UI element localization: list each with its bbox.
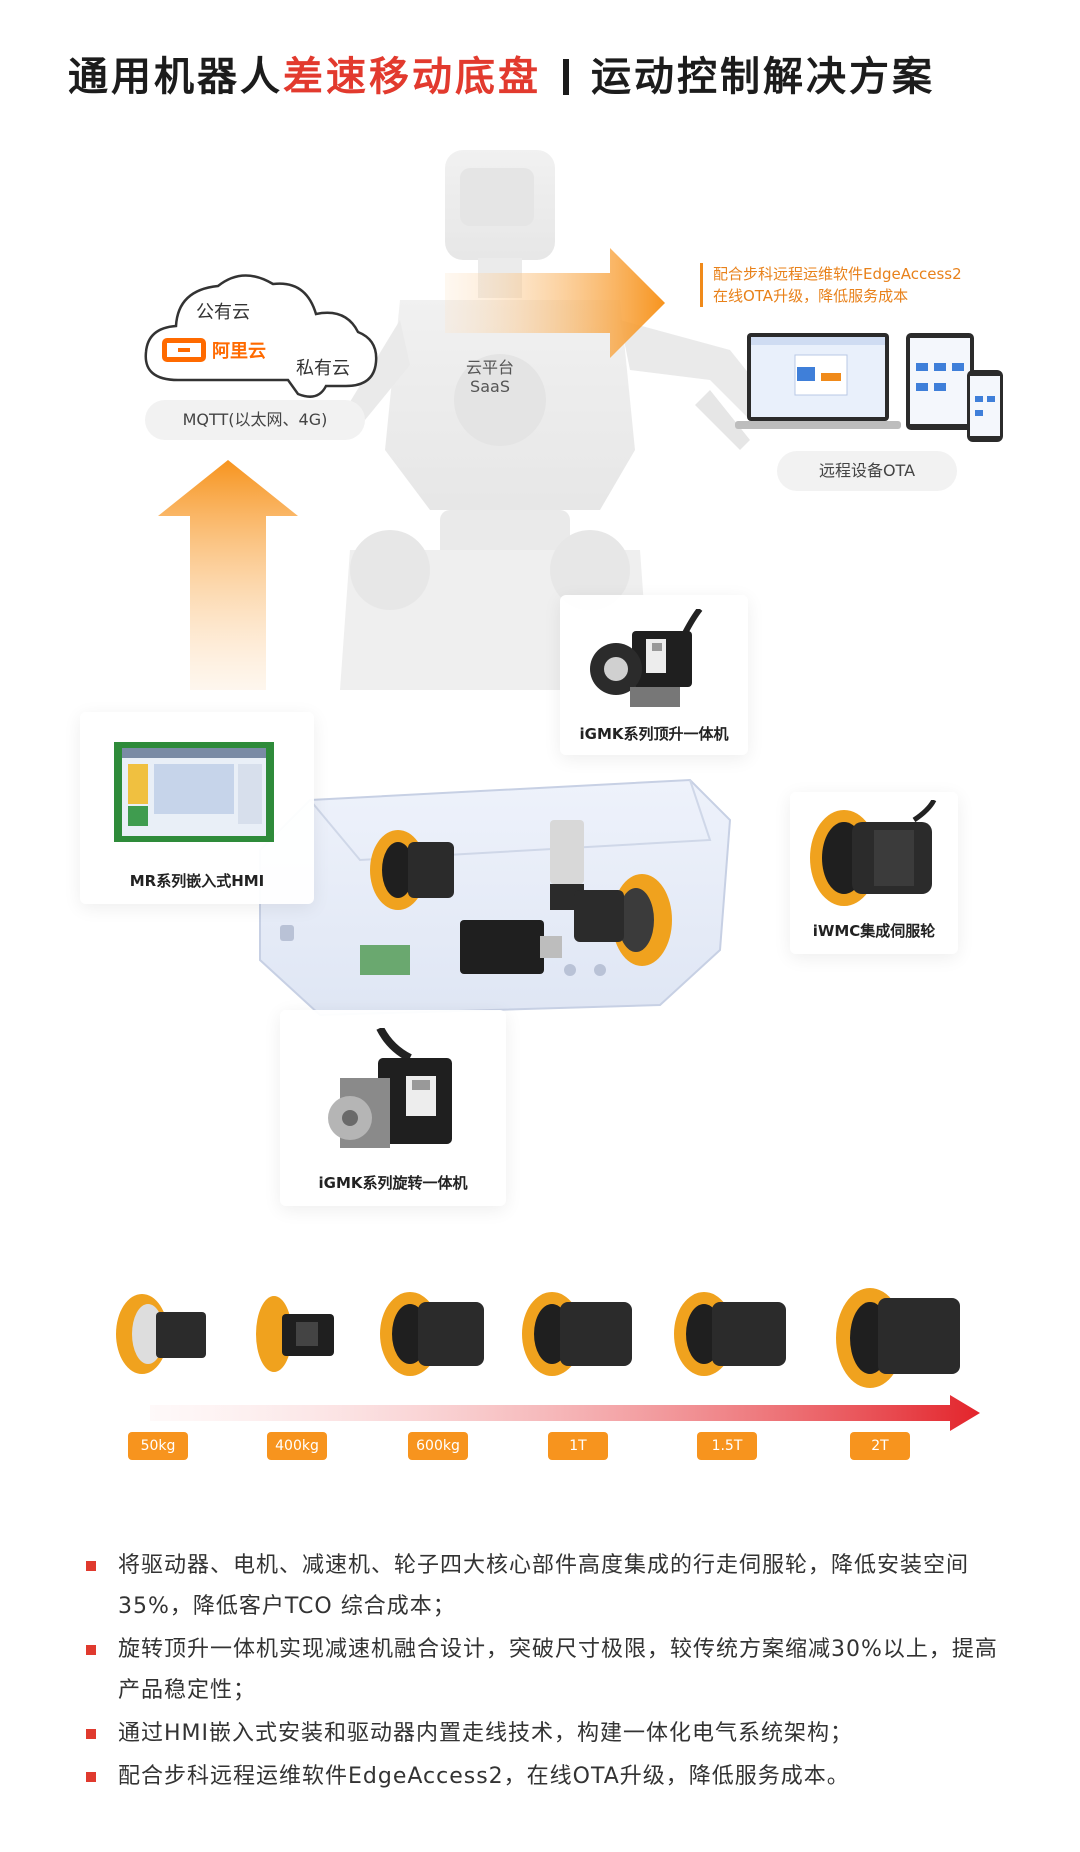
title-accent: 差速移动底盘 — [283, 54, 541, 100]
feature-item: 旋转顶升一体机实现减速机融合设计，突破尺寸极限，较传统方案缩减30%以上，提高产… — [84, 1629, 1004, 1711]
aliyun-icon — [162, 338, 206, 362]
wheel-400kg-icon — [256, 1296, 334, 1372]
saas-line2: SaaS — [470, 377, 510, 396]
mqtt-pill: MQTT(以太网、4G) — [145, 400, 365, 440]
rotary-motor-icon — [328, 1028, 452, 1148]
lift-label: iGMK系列顶升一体机 — [579, 725, 729, 743]
ota-note-line2: 在线OTA升级，降低服务成本 — [713, 287, 909, 305]
ota-note-line1: 配合步科远程运维软件EdgeAccess2 — [713, 265, 962, 283]
capacity-arrow-icon — [150, 1395, 980, 1431]
wheel-50kg-icon — [116, 1294, 206, 1374]
aliyun-logo: 阿里云 — [162, 337, 266, 363]
feature-list: 将驱动器、电机、减速机、轮子四大核心部件高度集成的行走伺服轮，降低安装空间35%… — [84, 1545, 1004, 1799]
remote-ota-pill: 远程设备OTA — [777, 451, 957, 491]
lift-motor-icon — [590, 609, 703, 707]
saas-label: 云平台 SaaS — [466, 358, 514, 396]
robot-silhouette — [340, 150, 770, 690]
weight-tag: 2T — [850, 1432, 910, 1460]
weight-tag: 1T — [548, 1432, 608, 1460]
title-part2: 运动控制解决方案 — [591, 54, 935, 100]
upload-arrow-icon — [158, 460, 298, 690]
feature-item: 通过HMI嵌入式安装和驱动器内置走线技术，构建一体化电气系统架构； — [84, 1713, 1004, 1754]
wheel-2t-icon — [836, 1288, 960, 1388]
feature-item: 将驱动器、电机、减速机、轮子四大核心部件高度集成的行走伺服轮，降低安装空间35%… — [84, 1545, 1004, 1627]
bullet-square-icon — [86, 1561, 96, 1571]
servo-wheel-icon — [810, 800, 937, 906]
wheel-1t-icon — [522, 1292, 632, 1376]
saas-line1: 云平台 — [466, 358, 515, 377]
aliyun-label: 阿里云 — [212, 341, 266, 362]
hmi-label: MR系列嵌入式HMI — [129, 872, 265, 890]
wheel-600kg-icon — [380, 1292, 484, 1376]
cloud-shape — [144, 274, 378, 398]
weight-tag: 50kg — [128, 1432, 188, 1460]
weight-tag: 400kg — [267, 1432, 327, 1460]
laptop-icon — [735, 333, 901, 429]
page-title: 通用机器人差速移动底盘 运动控制解决方案 — [68, 44, 935, 102]
weight-tag: 600kg — [408, 1432, 468, 1460]
card-hmi: MR系列嵌入式HMI — [80, 712, 314, 904]
card-wheel: iWMC集成伺服轮 — [790, 792, 958, 954]
card-rotary: iGMK系列旋转一体机 — [280, 1010, 506, 1206]
weight-tag: 1.5T — [697, 1432, 757, 1460]
phone-icon — [967, 370, 1003, 442]
public-cloud-label: 公有云 — [196, 302, 250, 323]
bullet-square-icon — [86, 1645, 96, 1655]
wheel-label: iWMC集成伺服轮 — [812, 922, 936, 940]
saas-arrow-icon — [445, 248, 665, 358]
hmi-screen-icon — [114, 742, 274, 842]
feature-item: 配合步科远程运维软件EdgeAccess2，在线OTA升级，降低服务成本。 — [84, 1756, 1004, 1797]
chassis-parts — [360, 820, 672, 975]
bullet-square-icon — [86, 1772, 96, 1782]
tablet-icon — [906, 333, 974, 430]
title-part1: 通用机器人 — [68, 54, 283, 100]
card-lift: iGMK系列顶升一体机 — [560, 595, 748, 755]
bullet-square-icon — [86, 1729, 96, 1739]
ota-note: 配合步科远程运维软件EdgeAccess2 在线OTA升级，降低服务成本 — [700, 263, 962, 307]
title-separator — [563, 59, 569, 95]
wheel-1-5t-icon — [674, 1292, 786, 1376]
rotary-label: iGMK系列旋转一体机 — [318, 1174, 468, 1192]
private-cloud-label: 私有云 — [296, 358, 350, 379]
